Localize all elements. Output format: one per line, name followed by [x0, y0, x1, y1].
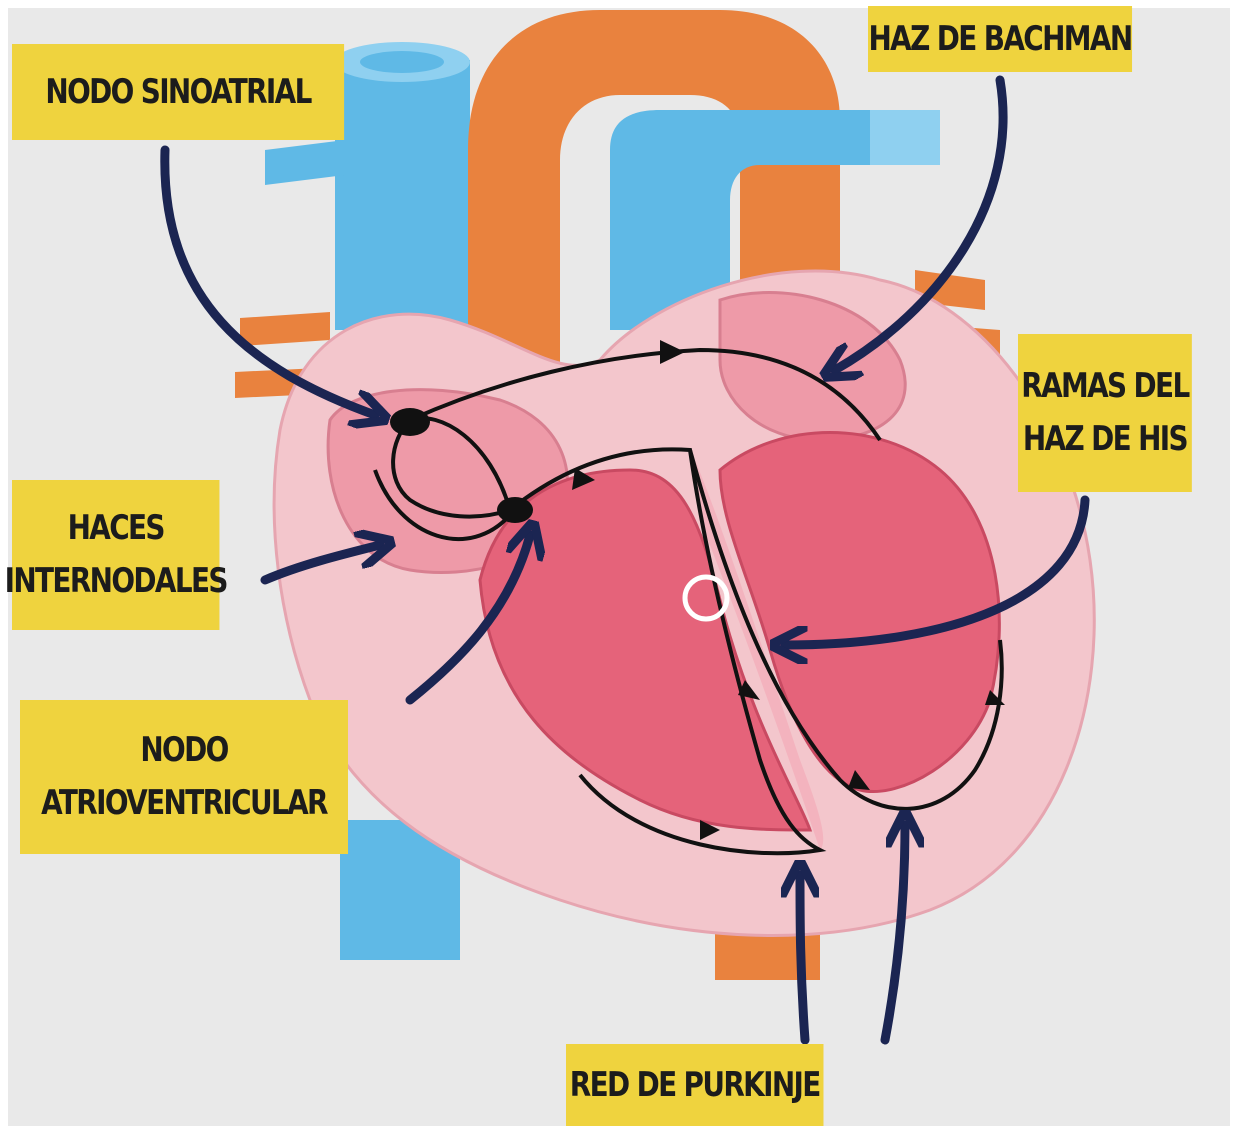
label-text-line1: RAMAS DEL [1021, 360, 1188, 413]
label-haces-internodales: HACES INTERNODALES [12, 480, 219, 630]
label-text-line1: HACES [68, 502, 164, 555]
label-haz-de-bachman: HAZ DE BACHMAN [868, 6, 1132, 72]
label-text: NODO SINOATRIAL [45, 66, 310, 119]
atrioventricular-node [497, 497, 533, 523]
label-text-line2: ATRIOVENTRICULAR [41, 777, 327, 830]
label-text-line1: NODO [140, 724, 227, 777]
label-red-de-purkinje: RED DE PURKINJE [566, 1044, 823, 1126]
label-nodo-atrioventricular: NODO ATRIOVENTRICULAR [20, 700, 348, 854]
arrow-purkinje-1 [800, 875, 805, 1040]
sinoatrial-node [390, 408, 430, 436]
label-text-line2: HAZ DE HIS [1023, 413, 1187, 466]
label-text: HAZ DE BACHMAN [868, 13, 1131, 66]
label-ramas-del-haz-de-his: RAMAS DEL HAZ DE HIS [1018, 334, 1192, 492]
label-nodo-sinoatrial: NODO SINOATRIAL [12, 44, 344, 140]
label-text-line2: INTERNODALES [5, 555, 227, 608]
label-text: RED DE PURKINJE [570, 1059, 820, 1112]
